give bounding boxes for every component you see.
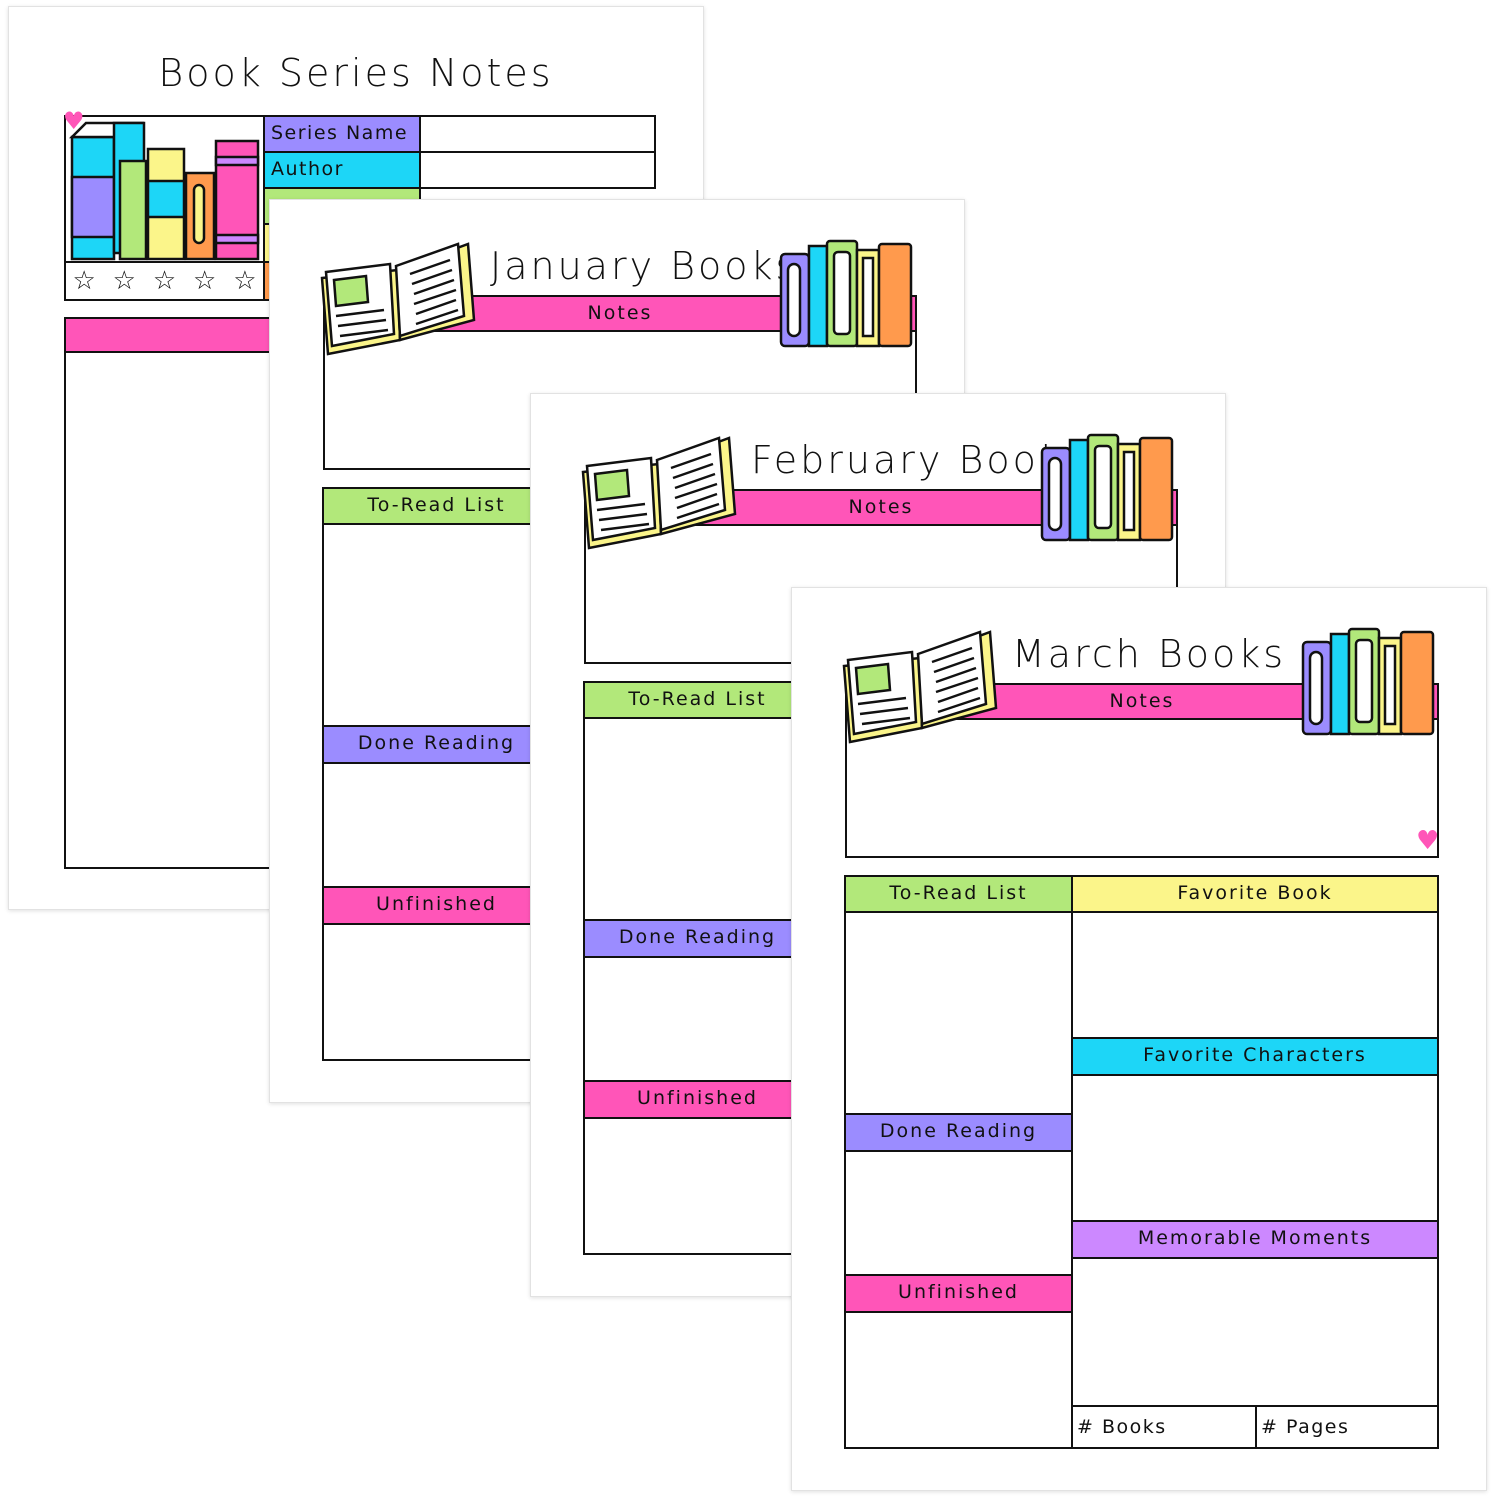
done-reading-header: Done Reading	[322, 725, 551, 764]
star-rating[interactable]: ☆ ☆ ☆ ☆ ☆	[64, 261, 265, 299]
month-page-2: Notes March Books To-Read List Done	[791, 587, 1487, 1491]
series-name-field[interactable]	[419, 115, 656, 153]
series-name-label: Series Name	[263, 115, 421, 153]
page-title: Book Series Notes	[158, 51, 554, 95]
done-reading-header: Done Reading	[583, 919, 812, 958]
unfinished-header: Unfinished	[583, 1080, 812, 1119]
page-title: March Books	[1004, 632, 1295, 676]
reading-lists-column[interactable]	[844, 875, 1073, 1449]
to-read-list-header: To-Read List	[583, 681, 812, 719]
num-pages-field[interactable]: # Pages	[1255, 1405, 1439, 1449]
favorite-characters-header: Favorite Characters	[1071, 1037, 1439, 1076]
unfinished-header: Unfinished	[322, 886, 551, 925]
favorite-book-header: Favorite Book	[1071, 875, 1439, 913]
book-stack-icon	[779, 239, 913, 348]
done-reading-header: Done Reading	[844, 1113, 1073, 1152]
unfinished-header: Unfinished	[844, 1274, 1073, 1313]
open-book-icon	[842, 630, 998, 744]
memorable-moments-header: Memorable Moments	[1071, 1220, 1439, 1259]
star-icon[interactable]: ☆	[193, 266, 217, 296]
to-read-list-header: To-Read List	[844, 875, 1073, 913]
open-book-icon	[320, 242, 476, 356]
star-icon[interactable]: ☆	[72, 266, 96, 296]
open-book-icon	[581, 436, 737, 550]
star-icon[interactable]: ☆	[152, 266, 177, 296]
heart-icon: ♥	[63, 107, 85, 135]
star-icon[interactable]: ☆	[233, 266, 257, 296]
favorites-column[interactable]	[1071, 875, 1439, 1449]
star-icon[interactable]: ☆	[112, 266, 136, 296]
bookshelf-illustration: ☆ ☆ ☆ ☆ ☆	[64, 115, 265, 301]
page-title: February Books	[743, 438, 1095, 482]
reading-lists-column[interactable]	[583, 681, 812, 1255]
author-label: Author	[263, 151, 421, 189]
heart-icon: ♥	[1416, 826, 1440, 856]
author-field[interactable]	[419, 151, 656, 189]
book-stack-icon	[1040, 433, 1174, 542]
to-read-list-header: To-Read List	[322, 487, 551, 525]
page-title: January Books	[482, 244, 807, 288]
book-stack-icon	[1301, 627, 1435, 736]
books-icon	[68, 121, 260, 261]
reading-lists-column[interactable]	[322, 487, 551, 1061]
num-books-field[interactable]: # Books	[1071, 1405, 1257, 1449]
